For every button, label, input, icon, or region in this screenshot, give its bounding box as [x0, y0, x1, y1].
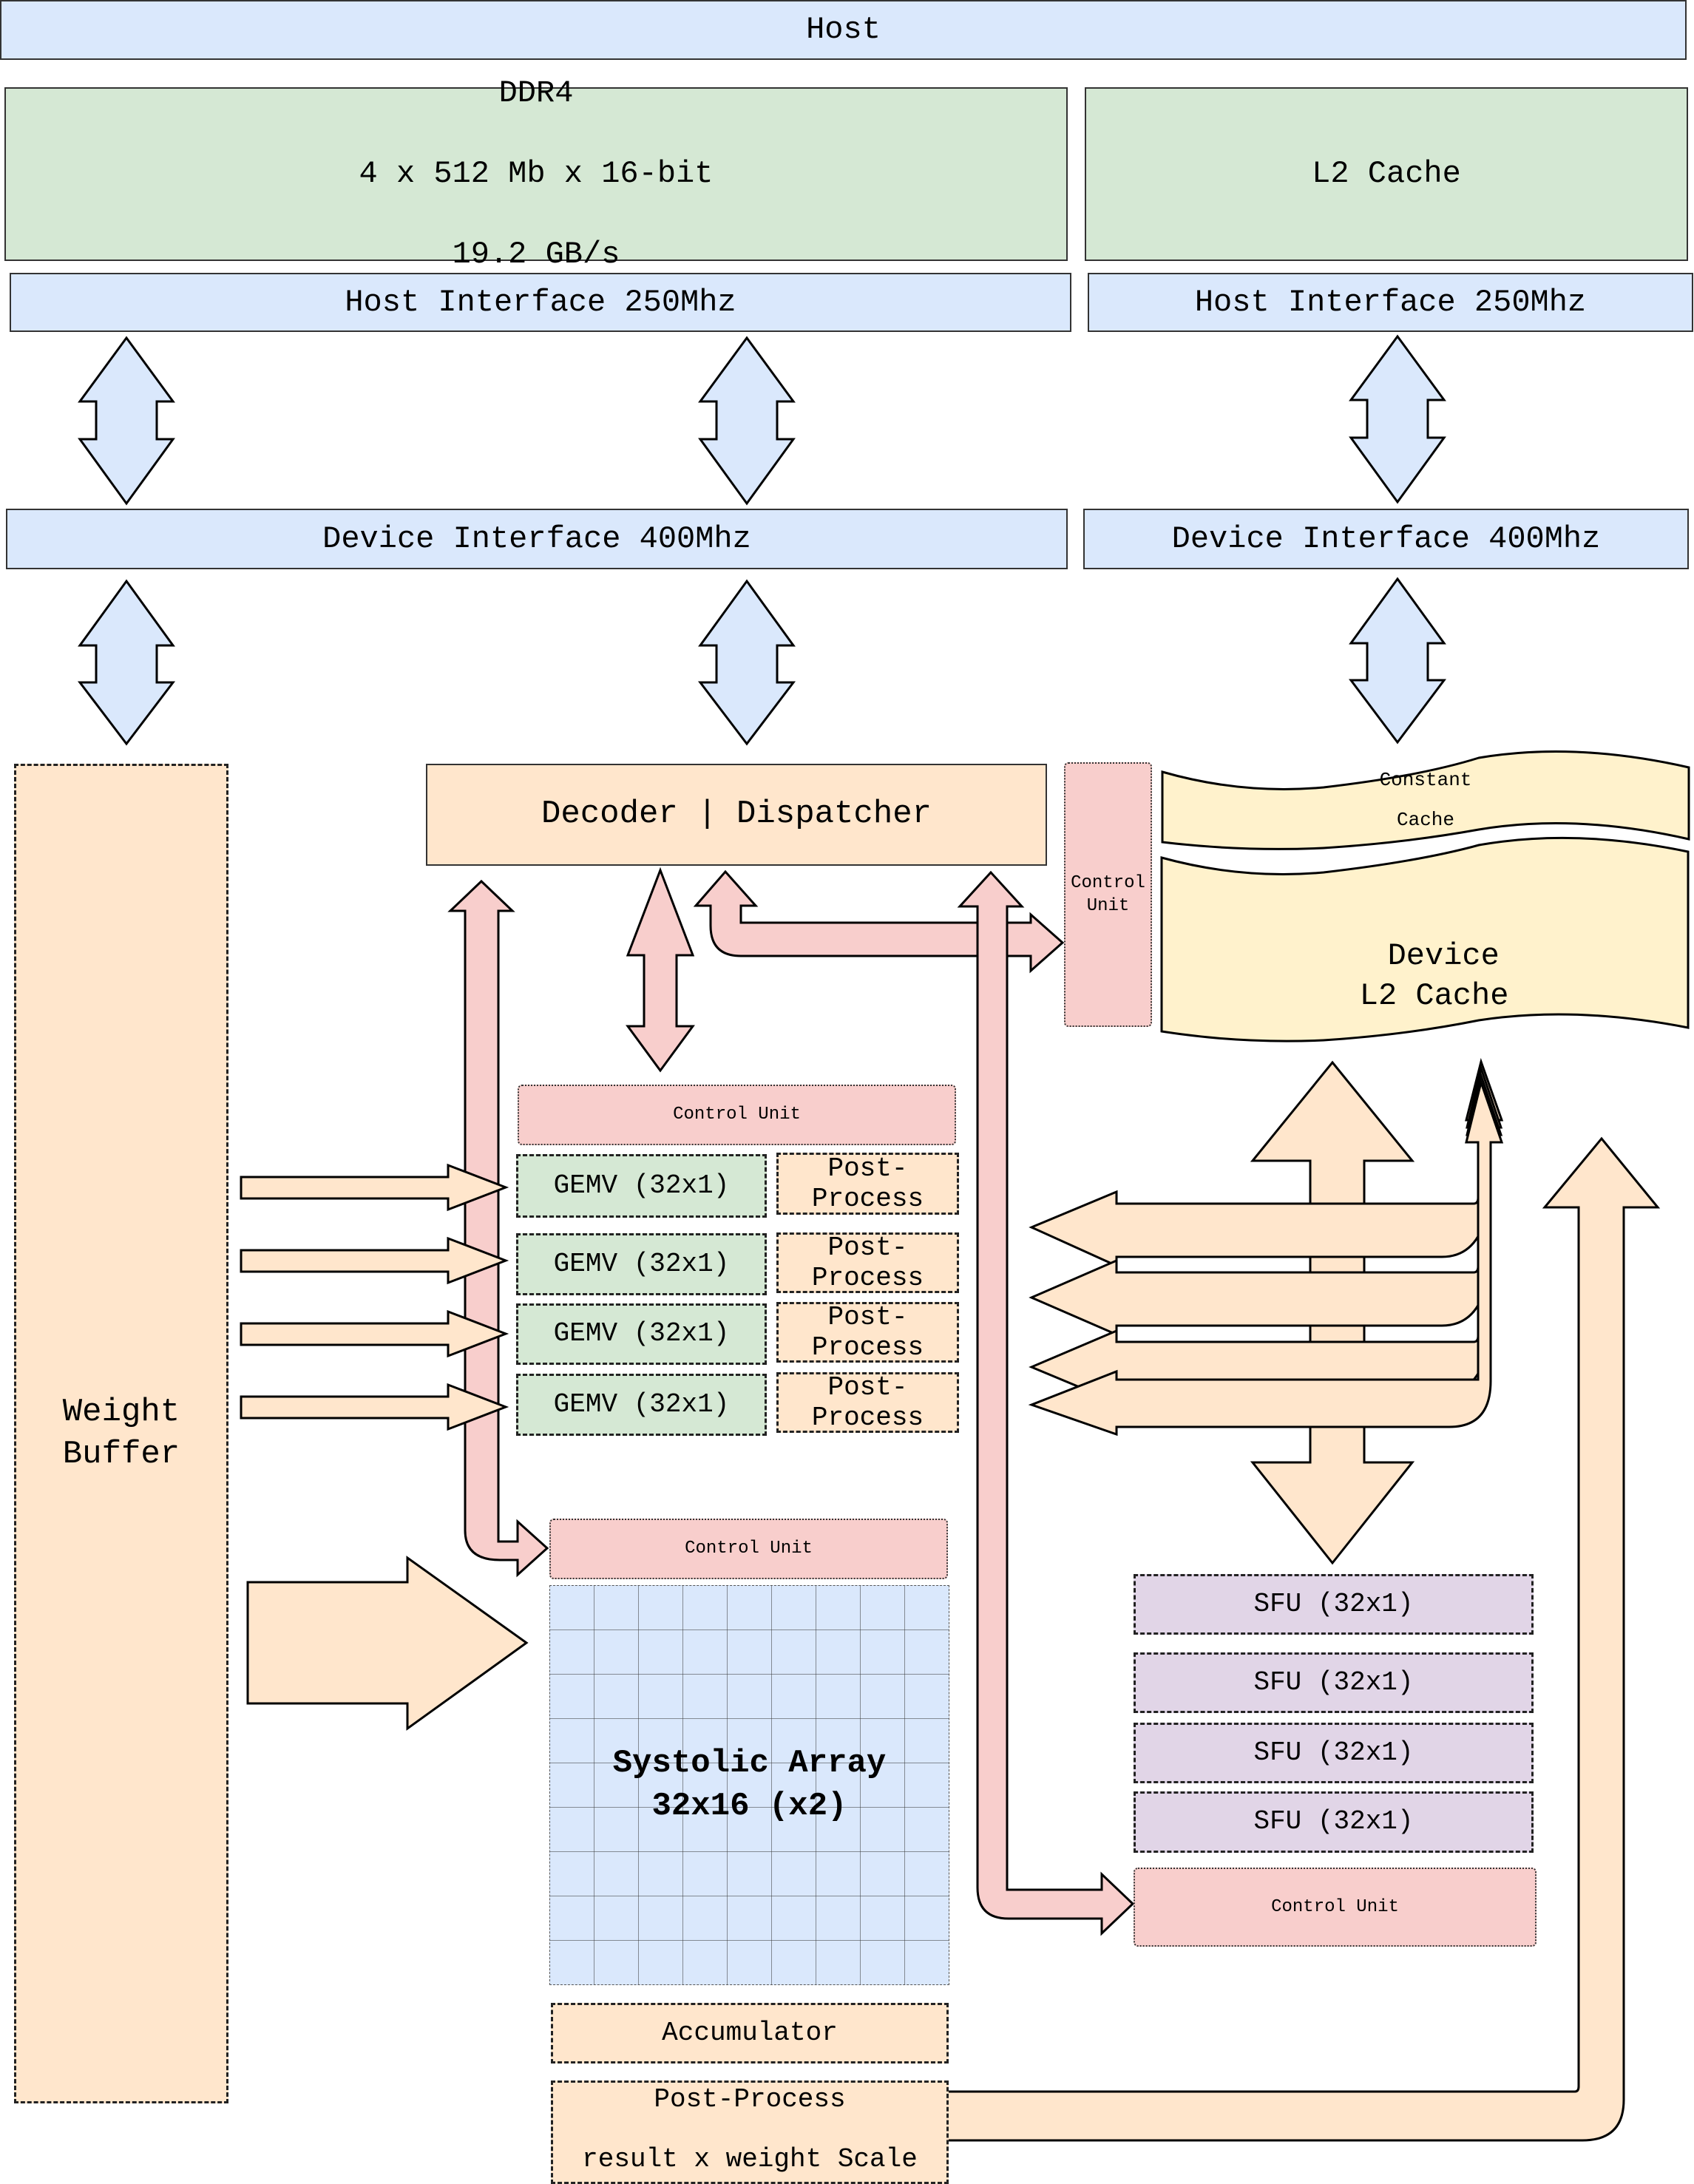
bent-arrow-icon: [957, 870, 1135, 1936]
sfu-unit: SFU (32x1): [1134, 1791, 1534, 1853]
ddr4-config: 4 x 512 Mb x 16-bit: [359, 156, 714, 192]
constant-cache: Constant Cache: [1162, 760, 1689, 840]
sfu-unit: SFU (32x1): [1134, 1652, 1534, 1713]
post-process-description: result x weight Scale: [582, 2144, 918, 2175]
gemv-unit: GEMV (32x1): [516, 1233, 767, 1295]
gemv-post-process: Post- Process: [776, 1232, 959, 1293]
host-interface-left: Host Interface 250Mhz: [10, 273, 1071, 332]
systolic-control-unit-label: Control Unit: [685, 1539, 813, 1559]
gemv-control-unit: Control Unit: [518, 1085, 956, 1145]
device-l2-cache: Device L2 Cache: [1162, 896, 1688, 1016]
double-arrow-icon: [78, 336, 175, 506]
gemv-unit-label: GEMV (32x1): [553, 1170, 730, 1201]
ddr4-title: DDR4: [498, 75, 574, 112]
constant-cache-line2: Cache: [1396, 809, 1454, 831]
gemv-post-process: Post- Process: [776, 1372, 959, 1433]
right-arrow-icon: [240, 1236, 509, 1285]
accumulator-label: Accumulator: [662, 2017, 838, 2048]
host-box: Host: [0, 0, 1687, 60]
decoder-dispatcher-label: Decoder | Dispatcher: [541, 796, 932, 833]
sfu-unit-label: SFU (32x1): [1253, 1588, 1414, 1619]
bent-arrow-icon: [1028, 1078, 1504, 1437]
weight-buffer: Weight Buffer: [14, 764, 228, 2103]
decoder-dispatcher: Decoder | Dispatcher: [426, 764, 1047, 866]
sfu-control-unit: Control Unit: [1134, 1868, 1537, 1947]
gemv-post-process-label: Post- Process: [811, 1371, 924, 1433]
bent-arrow-icon: [447, 879, 549, 1578]
gemv-post-process: Post- Process: [776, 1153, 959, 1215]
host-interface-left-label: Host Interface 250Mhz: [345, 284, 736, 320]
sfu-unit: SFU (32x1): [1134, 1723, 1534, 1783]
host-interface-right-label: Host Interface 250Mhz: [1194, 284, 1587, 320]
device-interface-left: Device Interface 400Mhz: [6, 509, 1068, 569]
sfu-unit-label: SFU (32x1): [1253, 1737, 1414, 1768]
l2-cache-label: L2 Cache: [1312, 156, 1461, 192]
gemv-unit: GEMV (32x1): [516, 1154, 767, 1218]
gemv-control-unit-label: Control Unit: [673, 1105, 801, 1125]
right-arrow-icon: [240, 1383, 509, 1431]
bent-arrow-icon: [944, 1136, 1661, 2142]
gemv-unit-label: GEMV (32x1): [553, 1248, 730, 1279]
right-arrow-icon: [240, 1309, 509, 1358]
double-arrow-icon: [698, 336, 796, 506]
device-interface-right: Device Interface 400Mhz: [1083, 509, 1689, 569]
host-interface-right: Host Interface 250Mhz: [1088, 273, 1693, 332]
device-interface-left-label: Device Interface 400Mhz: [322, 520, 751, 557]
gemv-post-process-label: Post- Process: [811, 1301, 924, 1363]
double-arrow-icon: [697, 579, 796, 746]
systolic-post-process: Post-Process result x weight Scale: [551, 2080, 949, 2184]
gemv-post-process-label: Post- Process: [811, 1153, 924, 1214]
sfu-control-unit-label: Control Unit: [1271, 1896, 1399, 1917]
post-process-title: Post-Process: [654, 2084, 846, 2115]
systolic-array: Systolic Array 32x16 (x2): [549, 1585, 949, 1985]
accumulator: Accumulator: [551, 2003, 949, 2063]
right-arrow-icon: [246, 1556, 529, 1731]
constant-cache-line1: Constant: [1379, 769, 1472, 791]
device-interface-right-label: Device Interface 400Mhz: [1171, 520, 1601, 557]
bent-arrow-icon: [1029, 1057, 1504, 1268]
double-arrow-icon: [77, 579, 176, 746]
sfu-unit-label: SFU (32x1): [1253, 1806, 1414, 1837]
double-arrow-icon: [1349, 334, 1446, 504]
gemv-post-process: Post- Process: [776, 1302, 959, 1363]
double-arrow-icon: [626, 867, 695, 1073]
gemv-unit-label: GEMV (32x1): [553, 1388, 730, 1420]
sfu-unit: SFU (32x1): [1134, 1574, 1534, 1635]
gemv-post-process-label: Post- Process: [811, 1232, 924, 1293]
gemv-unit: GEMV (32x1): [516, 1303, 767, 1365]
ddr4-memory: DDR4 4 x 512 Mb x 16-bit 19.2 GB/s: [4, 75, 1068, 272]
systolic-control-unit: Control Unit: [549, 1519, 948, 1579]
gemv-unit: GEMV (32x1): [516, 1374, 767, 1436]
l2-cache-box: L2 Cache: [1085, 87, 1688, 261]
double-arrow-icon: [1349, 577, 1446, 745]
cache-control-unit: Control Unit: [1064, 762, 1152, 1027]
ddr4-bandwidth: 19.2 GB/s: [452, 237, 620, 273]
host-label: Host: [806, 12, 881, 48]
right-arrow-icon: [240, 1163, 509, 1212]
cache-control-unit-label: Control Unit: [1071, 872, 1145, 916]
gemv-unit-label: GEMV (32x1): [553, 1318, 730, 1349]
weight-buffer-label: Weight Buffer: [62, 1393, 180, 1473]
sfu-unit-label: SFU (32x1): [1253, 1666, 1414, 1698]
device-l2-cache-label: Device L2 Cache: [1359, 938, 1509, 1014]
systolic-array-label: Systolic Array 32x16 (x2): [612, 1745, 887, 1825]
